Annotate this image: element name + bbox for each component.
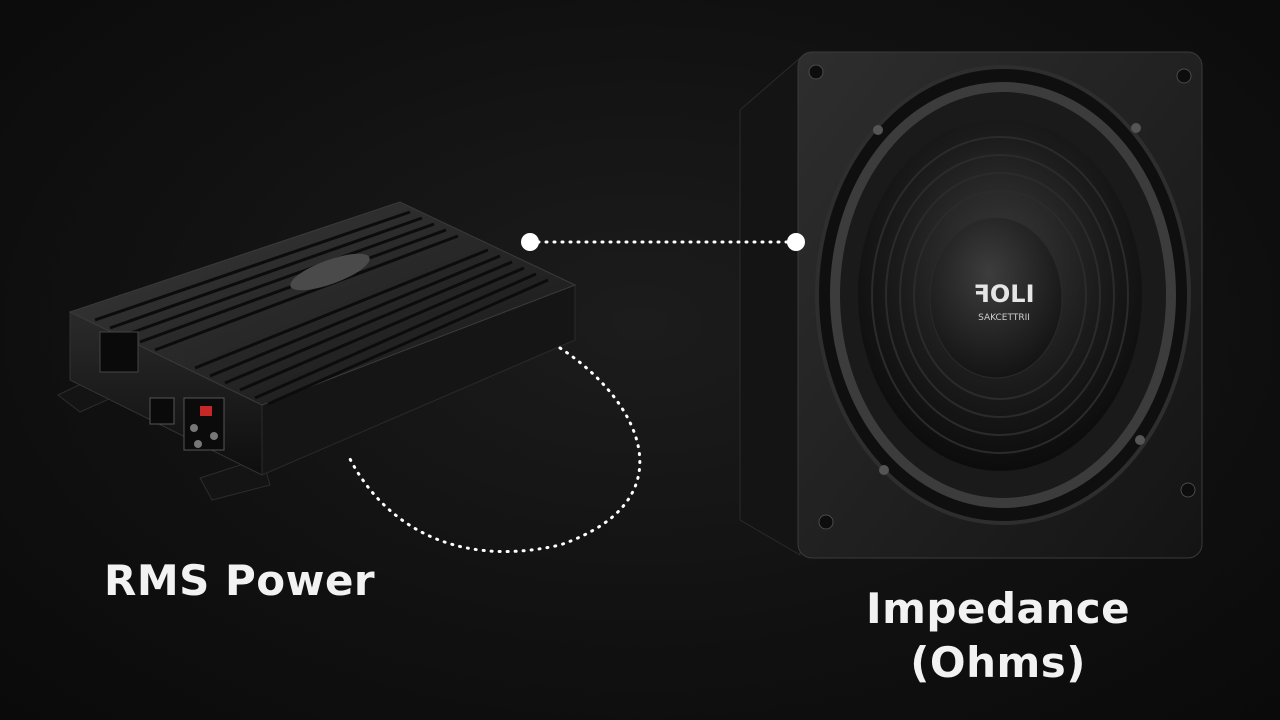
box-screw-top-left — [808, 64, 824, 80]
basket-bolt-1 — [873, 125, 883, 135]
speaker-logo: ꟻOLI — [973, 280, 1034, 308]
amplifier-icon — [57, 201, 577, 501]
connector-dot-speaker — [787, 233, 805, 251]
connection-lines — [346, 233, 805, 554]
speaker-logo-subtext: SAKCETTRII — [978, 313, 1030, 323]
box-screw-top-right — [1176, 68, 1192, 84]
terminal-screw-3 — [194, 440, 202, 448]
connector-dot-amplifier — [521, 233, 539, 251]
rca-input-block — [149, 397, 175, 425]
rms-power-label: RMS Power — [104, 556, 376, 605]
box-screw-bottom-right — [1180, 482, 1196, 498]
subwoofer-side-panel — [739, 56, 801, 556]
cone-ridges — [871, 136, 1129, 454]
basket-bolt-4 — [1135, 435, 1145, 445]
amplifier-logo-badge — [290, 253, 370, 291]
terminal-screw-1 — [190, 424, 198, 432]
impedance-label: Impedance (Ohms) — [866, 582, 1130, 690]
dust-cap — [929, 217, 1063, 379]
impedance-label-line2: (Ohms) — [910, 638, 1086, 687]
red-terminal — [200, 406, 212, 416]
subwoofer-icon: ꟻOLI SAKCETTRII — [739, 51, 1203, 559]
amplifier-top-heatsink — [68, 201, 577, 406]
terminal-screw-2 — [210, 432, 218, 440]
speaker-terminal-block — [183, 397, 225, 451]
impedance-label-line1: Impedance — [866, 584, 1131, 633]
basket-bolt-2 — [1131, 123, 1141, 133]
power-terminal-block — [99, 331, 139, 373]
box-screw-bottom-left — [818, 514, 834, 530]
basket-bolt-3 — [879, 465, 889, 475]
